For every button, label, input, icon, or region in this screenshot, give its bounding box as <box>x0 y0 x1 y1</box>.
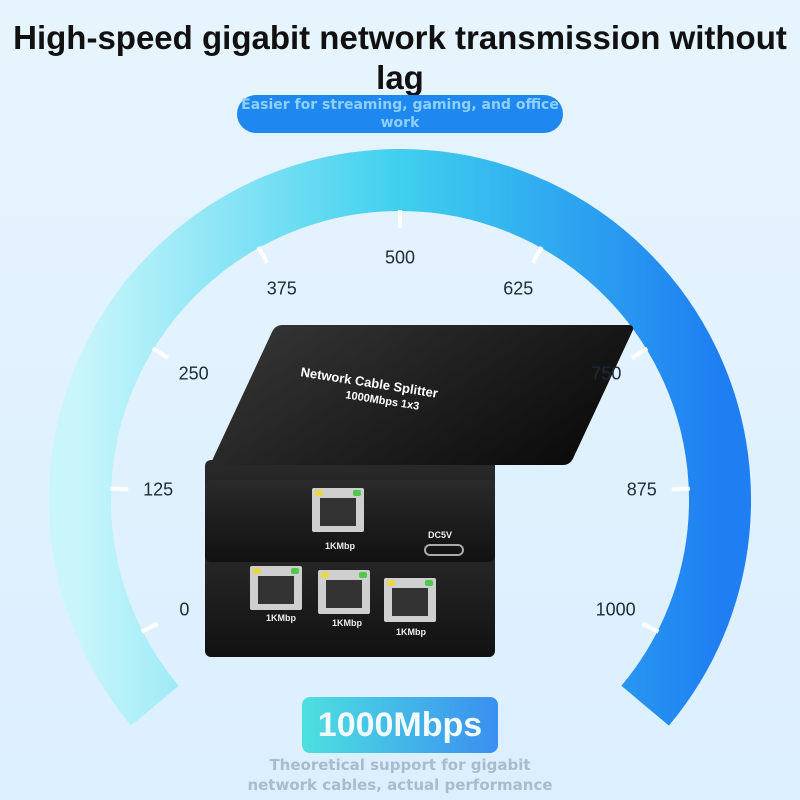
gauge-label: 875 <box>626 479 657 500</box>
gauge-tick <box>110 486 129 492</box>
gauge-label: 125 <box>143 479 174 500</box>
gauge-tick <box>531 245 544 264</box>
gauge-tick <box>671 486 690 492</box>
gauge-label: 250 <box>178 363 209 384</box>
subtitle-pill: Easier for streaming, gaming, and office… <box>237 95 563 133</box>
gauge-arc <box>49 149 751 726</box>
input-port-label: 1KMbp <box>325 541 355 551</box>
speed-badge: 1000Mbps <box>302 697 498 753</box>
disclaimer-note: Theoretical support for gigabit network … <box>247 756 553 800</box>
gauge-tick <box>641 621 660 634</box>
gauge-label: 375 <box>266 278 297 299</box>
gauge-tick <box>256 245 269 264</box>
gauge-tick <box>630 346 649 360</box>
output-port-1 <box>250 566 302 610</box>
power-label: DC5V <box>428 530 453 540</box>
output-port-label: 1KMbp <box>396 627 426 637</box>
gauge-label: 0 <box>179 599 190 620</box>
headline: High-speed gigabit network transmission … <box>13 19 787 96</box>
output-port-2 <box>318 570 370 614</box>
gauge-label: 500 <box>384 247 416 268</box>
gauge-label: 750 <box>591 363 622 384</box>
gauge-label: 625 <box>503 278 534 299</box>
output-port-label: 1KMbp <box>266 613 296 623</box>
output-port-3 <box>384 578 436 622</box>
gauge-tick <box>151 346 170 360</box>
output-port-label: 1KMbp <box>332 618 362 628</box>
input-port <box>312 488 364 532</box>
gauge-tick <box>140 621 159 634</box>
gauge-label: 1000 <box>595 599 636 620</box>
usb-c-port-icon <box>424 544 464 556</box>
